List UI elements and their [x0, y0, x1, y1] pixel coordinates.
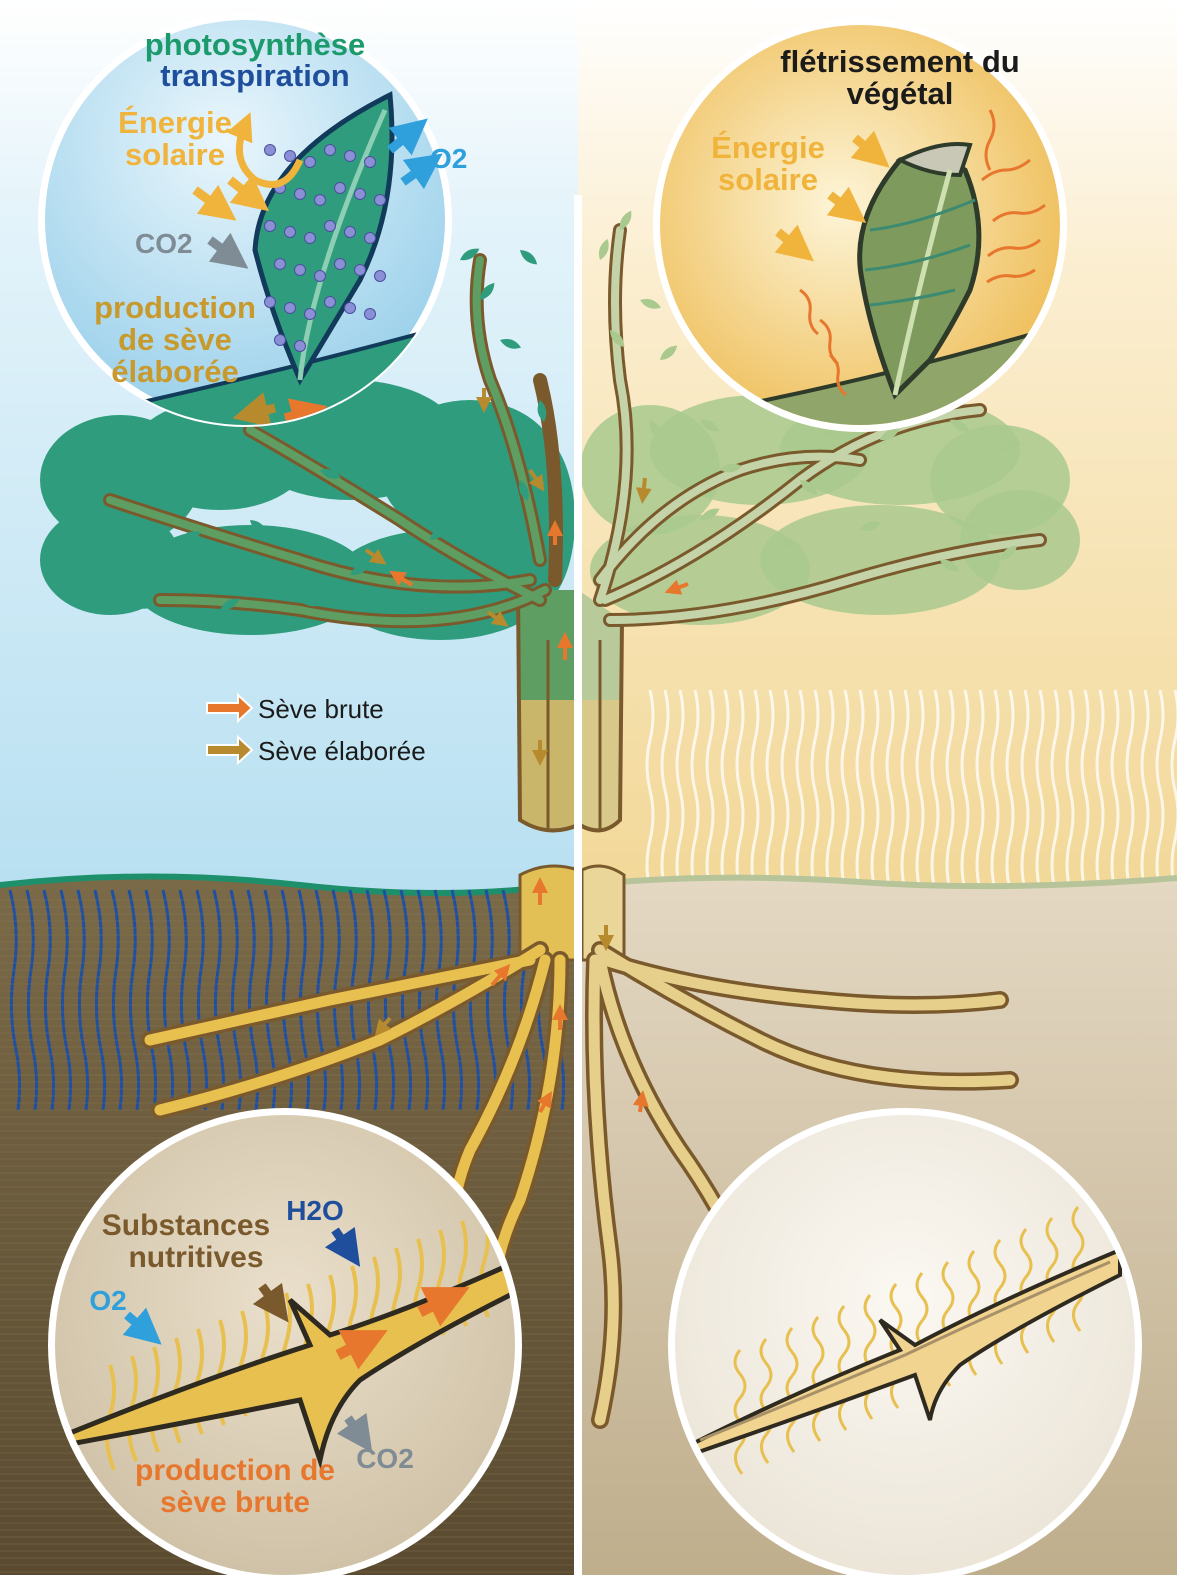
bubble-dry-root [668, 1108, 1142, 1575]
production-label-1: production [94, 290, 256, 325]
h2o-label: H2O [286, 1195, 344, 1226]
chloroplast [325, 221, 336, 232]
chloroplast [295, 341, 306, 352]
legend-raw-sap-label: Sève brute [258, 694, 384, 724]
chloroplast [355, 265, 366, 276]
solar-energy-label-2: solaire [125, 137, 225, 172]
co2-label: CO2 [356, 1443, 414, 1474]
production-label-3: élaborée [111, 354, 239, 389]
elaborated-sap-arrow [643, 478, 645, 496]
raw-sap-production-label-2: sève brute [160, 1486, 310, 1519]
center-divider [574, 195, 582, 1575]
production-label-2: de sève [118, 322, 232, 357]
bubble-root-absorption: H2O Substances nutritives O2 CO2 product… [48, 1108, 522, 1575]
chloroplast [265, 221, 276, 232]
wilting-title-1: flétrissement du [780, 44, 1019, 79]
nutrients-label-1: Substances [102, 1209, 270, 1242]
chloroplast [325, 145, 336, 156]
chloroplast [265, 297, 276, 308]
chloroplast [375, 271, 386, 282]
chloroplast [335, 259, 346, 270]
solar-energy-label-1: Énergie [118, 105, 232, 140]
o2-label: O2 [430, 143, 467, 174]
chloroplast [345, 151, 356, 162]
chloroplast [265, 145, 276, 156]
chloroplast [295, 265, 306, 276]
chloroplast [295, 189, 306, 200]
solar-energy-label-1: Énergie [711, 130, 825, 165]
solar-energy-label-2: solaire [718, 162, 818, 197]
chloroplast [345, 303, 356, 314]
chloroplast [285, 151, 296, 162]
chloroplast [305, 233, 316, 244]
transpiration-title: transpiration [160, 58, 349, 93]
chloroplast [365, 233, 376, 244]
chloroplast [335, 183, 346, 194]
chloroplast [365, 157, 376, 168]
chloroplast [355, 189, 366, 200]
chloroplast [285, 227, 296, 238]
chloroplast [305, 309, 316, 320]
raw-sap-production-label-1: production de [135, 1454, 335, 1487]
nutrients-label-2: nutritives [128, 1241, 263, 1274]
chloroplast [305, 157, 316, 168]
chloroplast [365, 309, 376, 320]
chloroplast [315, 271, 326, 282]
chloroplast [275, 335, 286, 346]
chloroplast [315, 195, 326, 206]
chloroplast [375, 195, 386, 206]
chloroplast [345, 227, 356, 238]
wilting-title-2: végétal [847, 76, 954, 111]
chloroplast [275, 259, 286, 270]
trunk [518, 590, 624, 960]
elaborated-sap-arrow [250, 408, 275, 414]
co2-label: CO2 [135, 228, 193, 259]
chloroplast [325, 297, 336, 308]
raw-sap-arrow [640, 1098, 642, 1112]
photosynthesis-title: photosynthèse [145, 27, 365, 62]
legend-elaborated-sap-label: Sève élaborée [258, 736, 426, 766]
o2-label: O2 [89, 1285, 126, 1316]
chloroplast [285, 303, 296, 314]
